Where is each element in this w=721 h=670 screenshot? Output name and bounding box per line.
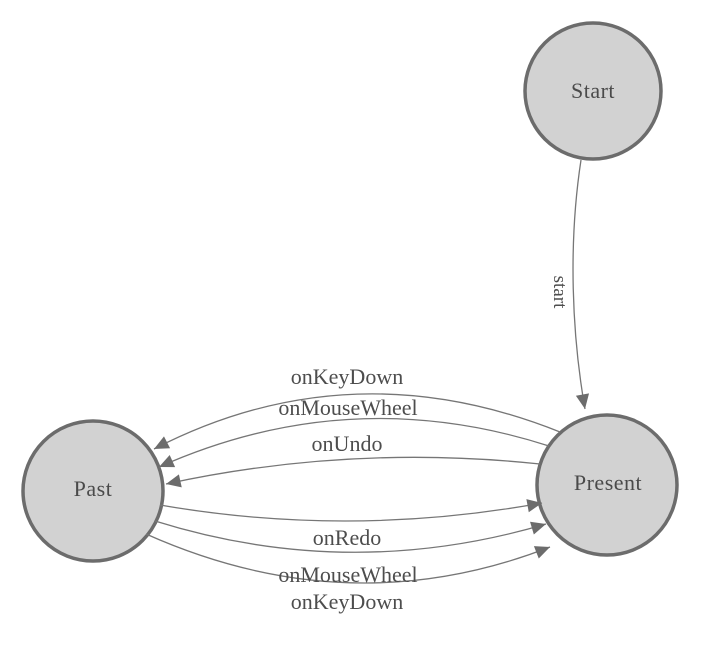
edge-present-to-past-onmousewheel	[158, 417, 550, 468]
state-circle-present	[535, 413, 679, 557]
edge-start-to-present	[572, 159, 590, 410]
edge-label-onundo: onUndo	[311, 431, 383, 456]
edge-past-to-present-onmousewheel	[154, 520, 547, 553]
edge-past-to-present-onkeydown	[145, 533, 551, 584]
edge-label-onkeydown-lower: onKeyDown	[290, 589, 404, 614]
edge-label-start: start	[549, 275, 570, 309]
edge-present-to-past-onkeydown	[153, 393, 561, 450]
edge-label-onredo: onRedo	[312, 525, 382, 550]
edge-label-onmousewheel-upper: onMouseWheel	[278, 395, 418, 420]
node-label-present: Present	[573, 470, 643, 495]
edge-past-to-present-onredo	[159, 499, 543, 522]
state-circle-past	[21, 419, 165, 563]
edge-label-onkeydown-upper: onKeyDown	[290, 364, 404, 389]
node-label-start: Start	[570, 78, 616, 103]
edge-label-onmousewheel-lower: onMouseWheel	[278, 562, 418, 587]
state-circle-start	[523, 21, 663, 161]
node-label-past: Past	[73, 476, 113, 501]
edge-present-to-past-onundo	[165, 456, 541, 488]
